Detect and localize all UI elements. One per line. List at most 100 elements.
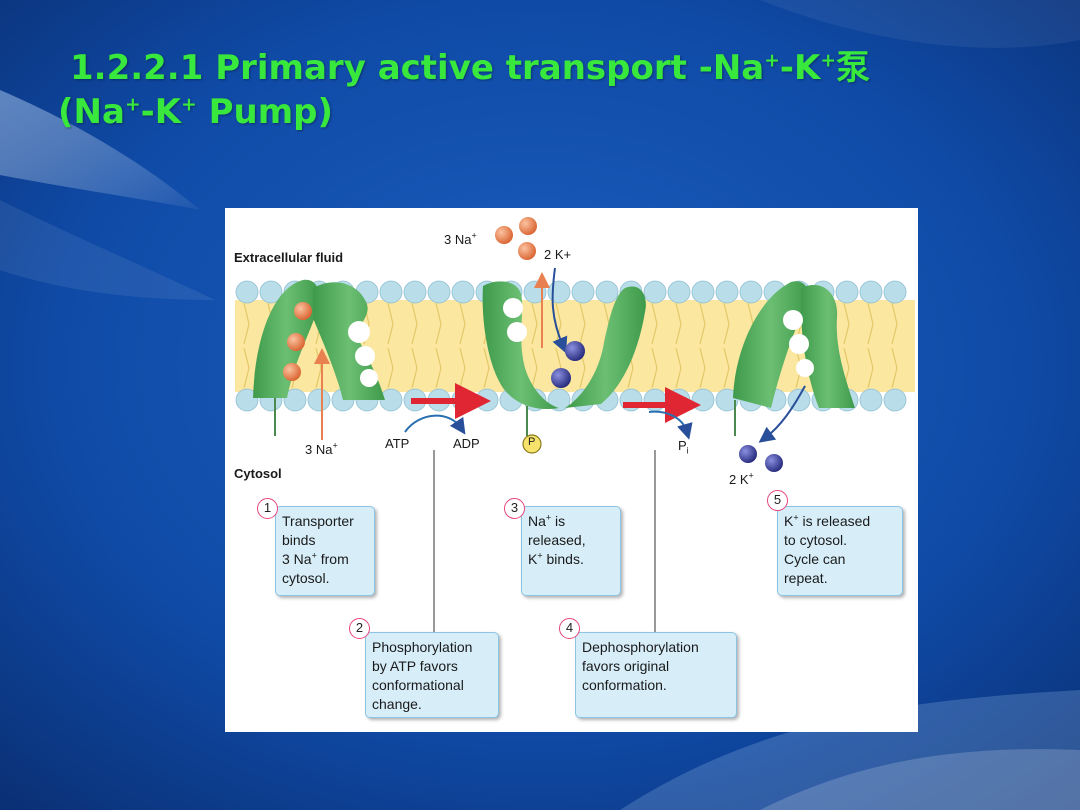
potassium-ion — [551, 368, 571, 388]
decor-swirl-left-2 — [0, 200, 215, 300]
step-text-line: Cycle can — [784, 550, 896, 569]
phospholipid-head — [883, 280, 907, 304]
step-text: from — [316, 551, 349, 567]
lipid-tail — [699, 302, 706, 345]
lipid-tail — [675, 347, 682, 389]
transporter-state-5 — [733, 281, 855, 408]
lipid-tail — [459, 347, 466, 389]
phospholipid-head — [283, 388, 307, 412]
pump-diagram: Extracellular fluid Cytosol 3 Na+ 2 K+ 3… — [225, 208, 918, 732]
phospholipid-head — [859, 388, 883, 412]
label-sup: + — [471, 230, 477, 241]
phospholipid-head — [235, 388, 259, 412]
step-text: to cytosol. — [784, 532, 848, 548]
bottom-sodium-label: 3 Na+ — [305, 440, 338, 457]
step-text-line: Dephosphorylation — [582, 638, 730, 657]
title-sup: + — [820, 50, 837, 72]
phospholipid-head — [427, 280, 451, 304]
step-text: binds — [282, 532, 316, 548]
label-text: 3 Na — [444, 232, 472, 247]
top-sodium-label: 3 Na+ — [444, 230, 477, 247]
lipid-tail — [867, 347, 874, 389]
sodium-ion — [294, 302, 312, 320]
label-sub: i — [686, 445, 689, 456]
phospholipid-head — [571, 280, 595, 304]
pi-release-arrow — [648, 410, 693, 440]
transporter-state-3 — [482, 281, 646, 410]
phospholipid-head — [835, 280, 859, 304]
title-line-2: (Na+-K+ Pump) — [58, 90, 1018, 134]
step-text: Phosphorylation — [372, 639, 473, 655]
step-text-line: cytosol. — [282, 569, 368, 588]
step-text-line: Na+ is — [528, 512, 614, 531]
step-text-line: K+ is released — [784, 512, 896, 531]
lipid-tail — [723, 347, 730, 389]
step-text: Dephosphorylation — [582, 639, 699, 655]
bottom-potassium-label: 2 K+ — [729, 470, 754, 487]
diagram-graphic — [235, 217, 915, 636]
step-text-sup: + — [545, 512, 552, 523]
lipid-tail — [531, 302, 538, 345]
step-text-line: released, — [528, 531, 614, 550]
title-sup: + — [124, 94, 141, 116]
phospholipid-head — [643, 280, 667, 304]
phospholipid-head — [235, 280, 259, 304]
step-text: K — [784, 513, 794, 529]
step-text-line: 3 Na+ from — [282, 550, 368, 569]
lipid-tail — [387, 347, 394, 389]
step-text: K — [528, 551, 538, 567]
step-text: Transporter — [282, 513, 354, 529]
lipid-tail — [483, 347, 490, 389]
label-text: 3 Na — [305, 442, 333, 457]
title-text: Pump) — [196, 92, 334, 132]
potassium-ion — [739, 445, 757, 463]
step-text-line: K+ binds. — [528, 550, 614, 569]
phospholipid-head — [379, 280, 403, 304]
title-chinese-text: 泵 — [836, 48, 871, 88]
step-text-line: conformational — [372, 676, 492, 695]
step-text: 3 Na — [282, 551, 312, 567]
phospholipid-head — [547, 280, 571, 304]
atp-label: ATP — [385, 436, 410, 451]
step-text: Cycle can — [784, 551, 846, 567]
step-text-line: change. — [372, 695, 492, 714]
lipid-tail — [411, 302, 418, 345]
lipid-tail — [675, 302, 682, 345]
decor-swirl-topright — [760, 0, 1080, 48]
lipid-tail — [435, 302, 442, 345]
phospholipid-head — [691, 280, 715, 304]
sodium-ion — [518, 242, 536, 260]
step-text-line: Transporter — [282, 512, 368, 531]
sodium-ion — [287, 333, 305, 351]
title-text: -K — [779, 48, 821, 88]
lipid-tail — [651, 347, 658, 389]
extracellular-label: Extracellular fluid — [234, 250, 344, 265]
potassium-ion — [765, 454, 783, 472]
label-text: P — [678, 438, 687, 453]
label-sup: + — [332, 440, 338, 451]
label-sup: + — [748, 470, 754, 481]
lipid-tail — [243, 347, 250, 389]
phospholipid-head — [715, 388, 739, 412]
step-1-number: 1 — [257, 498, 278, 519]
step-text: Na — [528, 513, 546, 529]
step-text: is released — [798, 513, 871, 529]
pi-label: Pi — [678, 438, 689, 456]
phospholipid-head — [739, 280, 763, 304]
step-text-line: repeat. — [784, 569, 896, 588]
lipid-tail — [387, 302, 394, 345]
lipid-tail — [243, 302, 250, 345]
lipid-tail — [435, 347, 442, 389]
decor-swirl-bottom-2 — [760, 749, 1080, 810]
decor-swirl-bottom — [620, 690, 1080, 810]
adp-label: ADP — [453, 436, 480, 451]
sodium-ion — [519, 217, 537, 235]
lipid-tail — [867, 302, 874, 345]
title-sup: + — [181, 94, 197, 116]
step-5-number: 5 — [767, 490, 788, 511]
title-line-1: 1.2.2.1 Primary active transport -Na+-K+… — [58, 46, 1018, 90]
step-text-sup: + — [311, 550, 317, 561]
